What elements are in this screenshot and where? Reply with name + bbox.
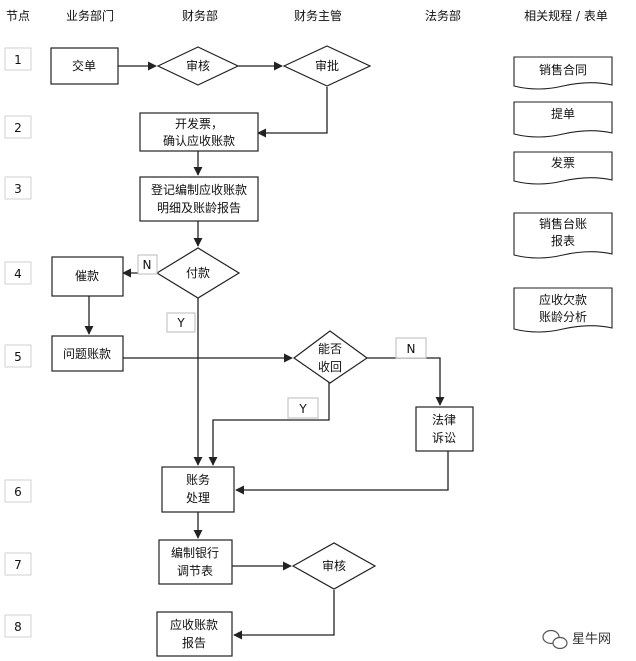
svg-text:账龄分析: 账龄分析 — [539, 310, 587, 324]
step-issue-invoice: 开发票， 确认应收账款 — [139, 112, 259, 152]
step-bank-reconciliation: 编制银行 调节表 — [158, 539, 233, 585]
header-legal: 法务部 — [425, 8, 461, 23]
svg-text:报告: 报告 — [182, 635, 206, 650]
step-submit-order: 交单 — [50, 47, 119, 85]
svg-text:报表: 报表 — [551, 233, 575, 248]
node-number-2: 2 — [4, 115, 32, 139]
decision-payment: 付款 — [155, 247, 241, 299]
svg-text:交单: 交单 — [72, 58, 96, 73]
header-business: 业务部门 — [66, 8, 114, 23]
branch-label-recover-no: N — [395, 337, 427, 359]
svg-text:1: 1 — [14, 53, 22, 67]
step-record-ledger: 登记编制应收账款 明细及账龄报告 — [139, 176, 259, 222]
node-number-6: 6 — [4, 479, 32, 503]
node-number-8: 8 — [4, 614, 32, 638]
branch-label-payment-no: N — [137, 254, 158, 275]
svg-text:7: 7 — [14, 558, 22, 572]
svg-text:应收欠款: 应收欠款 — [539, 292, 587, 307]
svg-text:明细及账龄报告: 明细及账龄报告 — [157, 200, 241, 215]
step-collection: 催款 — [51, 256, 124, 297]
svg-text:能否: 能否 — [318, 342, 342, 356]
step-account-processing: 账务 处理 — [161, 466, 235, 513]
doc-bill-of-lading: 提单 — [513, 101, 613, 138]
decision-approve: 审批 — [282, 45, 372, 87]
svg-text:8: 8 — [14, 620, 22, 634]
svg-text:账务: 账务 — [186, 472, 210, 487]
svg-text:法律: 法律 — [432, 413, 456, 427]
svg-text:N: N — [407, 342, 416, 356]
svg-text:编制银行: 编制银行 — [171, 545, 219, 560]
watermark: 星牛网 — [542, 629, 611, 650]
svg-text:问题账款: 问题账款 — [63, 347, 111, 361]
svg-text:审核: 审核 — [322, 558, 346, 573]
svg-text:登记编制应收账款: 登记编制应收账款 — [151, 182, 247, 197]
node-number-3: 3 — [4, 176, 32, 200]
svg-text:2: 2 — [14, 121, 22, 135]
svg-text:应收账款: 应收账款 — [170, 617, 218, 632]
svg-text:付款: 付款 — [186, 266, 210, 280]
svg-text:审核: 审核 — [186, 58, 210, 73]
node-number-1: 1 — [4, 47, 32, 71]
decision-review-2: 审核 — [291, 542, 377, 590]
step-problem-account: 问题账款 — [51, 335, 124, 372]
connectors — [84, 61, 449, 640]
svg-text:调节表: 调节表 — [177, 564, 213, 578]
header-finance-manager: 财务主管 — [294, 8, 342, 23]
svg-text:确认应收账款: 确认应收账款 — [163, 133, 235, 148]
header-docs: 相关规程 / 表单 — [524, 8, 608, 23]
svg-text:开发票，: 开发票， — [175, 116, 223, 131]
svg-text:收回: 收回 — [318, 360, 342, 374]
svg-text:处理: 处理 — [186, 491, 210, 505]
step-receivable-report: 应收账款 报告 — [156, 611, 233, 657]
svg-text:发票: 发票 — [551, 155, 575, 170]
svg-text:提单: 提单 — [551, 106, 575, 121]
step-lawsuit: 法律 诉讼 — [415, 406, 474, 452]
svg-text:销售台账: 销售台账 — [539, 216, 587, 231]
node-number-4: 4 — [4, 261, 32, 285]
svg-text:3: 3 — [14, 182, 22, 196]
decision-recoverable: 能否 收回 — [292, 330, 369, 384]
watermark-text: 星牛网 — [572, 632, 611, 647]
svg-text:5: 5 — [14, 350, 22, 364]
svg-text:Y: Y — [298, 402, 307, 416]
svg-text:诉讼: 诉讼 — [432, 431, 456, 445]
doc-invoice: 发票 — [513, 151, 613, 185]
header-finance: 财务部 — [182, 8, 218, 23]
wechat-icon — [542, 629, 568, 650]
svg-text:N: N — [143, 258, 152, 272]
svg-text:销售合同: 销售合同 — [539, 62, 587, 77]
decision-review: 审核 — [156, 46, 240, 86]
svg-text:催款: 催款 — [75, 269, 99, 283]
header-node: 节点 — [6, 9, 30, 23]
node-number-7: 7 — [4, 552, 32, 576]
doc-receivable-aging: 应收欠款 账龄分析 — [513, 287, 613, 333]
svg-text:审批: 审批 — [315, 58, 339, 73]
doc-sales-ledger: 销售台账 报表 — [513, 212, 613, 259]
svg-text:6: 6 — [14, 485, 22, 499]
svg-text:Y: Y — [176, 316, 185, 330]
node-number-5: 5 — [4, 344, 32, 368]
svg-text:4: 4 — [14, 267, 22, 281]
branch-label-payment-yes: Y — [166, 312, 196, 333]
branch-label-recover-yes: Y — [287, 397, 319, 419]
doc-sales-contract: 销售合同 — [513, 56, 613, 90]
